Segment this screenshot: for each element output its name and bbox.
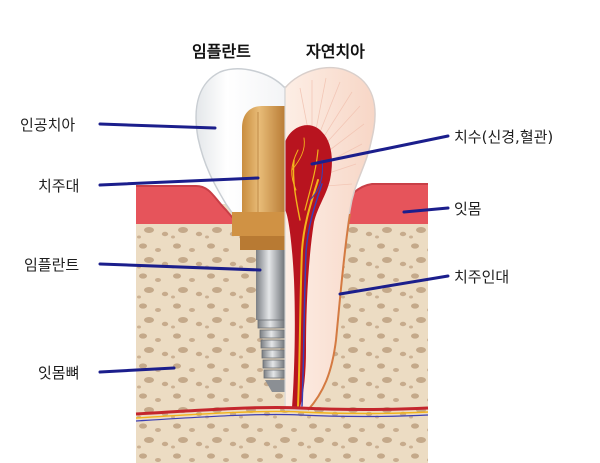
gum <box>136 184 428 224</box>
leader-ligament <box>338 274 450 296</box>
implant-title: 임플란트 <box>192 42 251 61</box>
leader-implant <box>98 262 262 272</box>
leader-pulp <box>310 134 450 166</box>
leader-gum <box>402 206 450 214</box>
pulp <box>285 125 332 409</box>
label-pulp: 치수(신경,혈관) <box>454 128 554 146</box>
periodontal-ligament <box>307 213 351 411</box>
natural-tooth <box>285 66 376 411</box>
natural-tooth-title: 자연치아 <box>306 42 365 61</box>
label-implant-fixture: 임플란트 <box>24 256 80 274</box>
implant-fixture <box>256 250 285 392</box>
leader-crown <box>98 122 217 130</box>
implant <box>195 68 285 392</box>
label-ligament: 치주인대 <box>454 268 510 286</box>
bone-canal <box>135 405 429 416</box>
leader-abutment <box>98 176 260 187</box>
label-gum: 잇몸 <box>454 200 482 218</box>
label-abutment: 치주대 <box>38 177 80 195</box>
label-alveolar-bone: 잇몸뼈 <box>38 364 80 382</box>
label-crown: 인공치아 <box>20 116 76 134</box>
leader-bone <box>98 366 176 374</box>
abutment <box>232 106 285 250</box>
